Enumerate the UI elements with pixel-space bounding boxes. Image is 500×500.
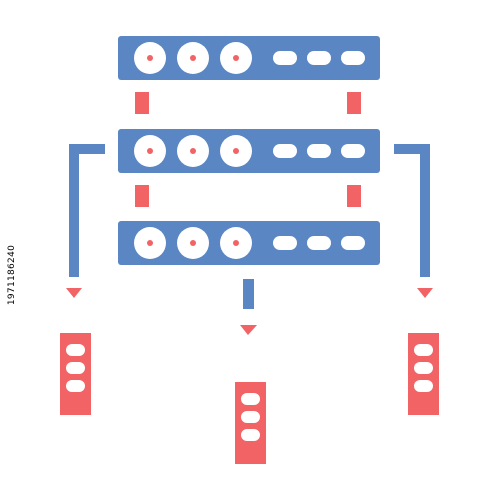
memory-module-left (60, 333, 91, 415)
unit-connectors (135, 92, 361, 207)
branch-line-center (243, 279, 254, 309)
arrowhead-center (240, 325, 257, 335)
connector-bottom-left (135, 185, 149, 207)
branch-line-left (69, 144, 105, 277)
server-unit-bottom (118, 221, 380, 265)
stock-image-id: 1971186240 (7, 244, 17, 306)
connector-top-left (135, 92, 149, 114)
arrowhead-left (66, 288, 82, 298)
arrowhead-right (417, 288, 433, 298)
connector-top-right (347, 92, 361, 114)
connector-bottom-right (347, 185, 361, 207)
memory-module-right (408, 333, 439, 415)
branch-line-right (394, 144, 430, 277)
server-unit-top (118, 36, 380, 80)
server-unit-middle (118, 129, 380, 173)
memory-module-center (235, 382, 266, 464)
